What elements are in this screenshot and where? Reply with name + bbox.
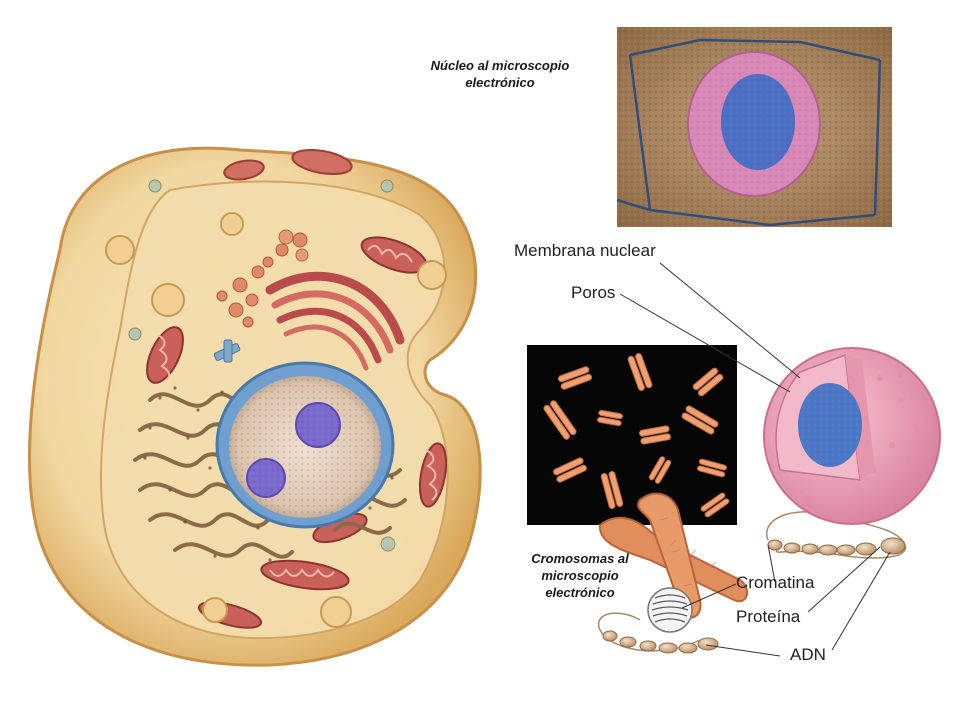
chromatin-coil-magnified	[647, 587, 693, 633]
label-pores: Poros	[571, 283, 616, 302]
label-dna: ADN	[790, 645, 826, 664]
chromosome-micrograph	[527, 345, 737, 525]
centrioles	[213, 339, 241, 363]
leader-lines	[619, 262, 891, 657]
nucleus-micrograph	[616, 27, 892, 227]
chromosome-micrograph-caption: Cromosomas al microscopio electrónico	[505, 550, 655, 601]
chromatin-strand	[597, 511, 906, 654]
label-protein: Proteína	[736, 607, 801, 626]
caption-line: microscopio	[541, 568, 619, 583]
caption-line: Cromosomas al	[531, 551, 629, 566]
caption-line: electrónico	[545, 585, 615, 600]
vesicles	[216, 232, 308, 328]
cell-nucleus	[215, 361, 395, 529]
large-chromosome	[598, 492, 749, 619]
label-chromatin: Cromatina	[736, 573, 815, 592]
animal-cell-illustration	[28, 146, 482, 667]
golgi-apparatus	[265, 271, 405, 371]
nucleolus	[246, 402, 341, 498]
caption-line: electrónico	[465, 75, 535, 90]
caption-line: Núcleo al microscopio	[430, 58, 570, 73]
lysosomes	[105, 179, 447, 628]
label-nuclear-membrane: Membrana nuclear	[514, 241, 656, 260]
nucleus-micrograph-caption: Núcleo al microscopio electrónico	[400, 57, 600, 91]
nucleus-3d-cutaway	[763, 347, 941, 525]
